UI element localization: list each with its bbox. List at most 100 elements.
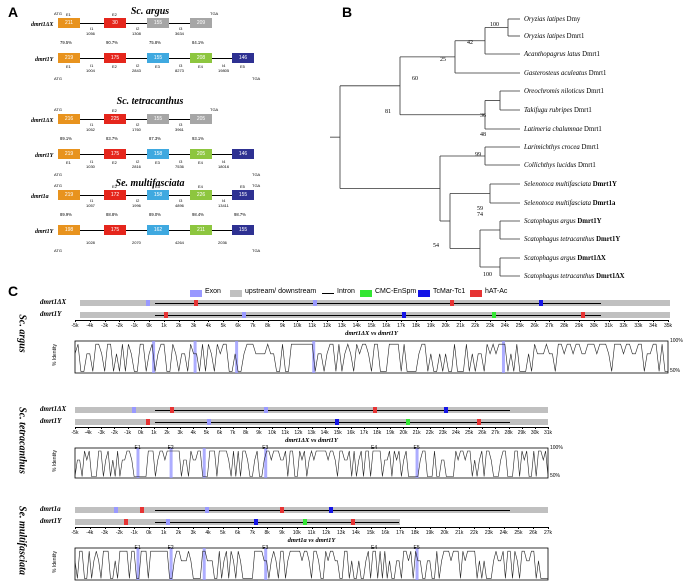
exon-label: E3 <box>155 64 160 69</box>
axis-tick-label: -2k <box>115 530 123 536</box>
axis-tick-label: 4k <box>205 323 212 329</box>
taxon-species: Gasterosteus aculeatus <box>524 70 589 77</box>
axis-tick-label: 3k <box>190 530 196 536</box>
element-block <box>477 419 482 425</box>
axis-tick-label: -1k <box>130 530 138 536</box>
axis-tick <box>75 427 76 429</box>
gene-label-1: dmrt1ΔX <box>40 298 67 306</box>
axis-tick-label: 9k <box>279 323 286 329</box>
axis-tick <box>206 427 208 429</box>
axis-tick <box>208 320 210 322</box>
taxon-label: Selenotoca multifasciata Dmrt1a <box>524 200 616 207</box>
intron-label: I3 <box>179 159 183 164</box>
axis-tick-label: 10k <box>293 323 302 329</box>
intron-length: 1030 <box>86 164 95 169</box>
axis-tick <box>504 320 506 322</box>
gene-label-2: dmrt1Y <box>40 517 62 525</box>
axis-tick-label: 23k <box>484 530 493 536</box>
taxon-label: Oryzias latipes Dmrt1 <box>524 33 584 40</box>
axis-tick-label: 16k <box>381 530 390 536</box>
axis-tick-label: 25k <box>465 430 474 436</box>
axis-tick-label: 9k <box>256 430 262 436</box>
axis-tick-label: 1k <box>151 430 157 436</box>
identity-bottom-tick: 50% <box>670 368 681 374</box>
axis-tick <box>469 427 471 429</box>
intron-label: I4 <box>222 198 226 203</box>
element-block <box>131 407 136 413</box>
element-block <box>313 300 317 306</box>
axis-tick <box>75 527 76 529</box>
intron-length: 1057 <box>86 203 95 208</box>
identity-top-tick: 100% <box>550 445 563 451</box>
legend-label: CMC-EnSpm <box>375 288 417 295</box>
axis-tick <box>445 320 447 322</box>
axis-tick <box>579 320 581 322</box>
axis-tick-label: 2k <box>164 430 170 436</box>
exon-block: 208 <box>190 53 212 63</box>
legend-label: Exon <box>205 288 221 295</box>
axis-tick-label: 3k <box>177 430 183 436</box>
axis-tick-label: 5k <box>203 430 210 436</box>
identity-axis-label: % Identity <box>52 450 58 472</box>
exon-block: 155 <box>147 114 169 124</box>
exon-label: E4 <box>198 64 203 69</box>
axis-tick-label: 10k <box>268 430 277 436</box>
axis-tick <box>416 427 418 429</box>
intron-length: 18016 <box>218 164 230 169</box>
axis-tick-label: 29k <box>575 323 584 329</box>
axis-tick <box>548 527 549 529</box>
axis-tick-label: -5k <box>71 530 79 536</box>
tga-marker: TGA <box>210 107 219 112</box>
taxon-species: Larimichthys crocea <box>523 144 582 151</box>
intron-label: I2 <box>136 122 140 127</box>
intron-length: 1996 <box>132 203 141 208</box>
species-name-vertical: Sc. argus <box>16 314 28 353</box>
axis-tick <box>474 527 476 529</box>
element-block <box>443 407 448 413</box>
top-gene-name: dmrt1ΔX <box>31 22 54 28</box>
element-block <box>194 300 198 306</box>
axis-tick <box>327 320 329 322</box>
identity-top-tick: 100% <box>670 338 683 344</box>
intron-label: I3 <box>179 63 183 68</box>
axis-tick-label: 2k <box>175 530 182 536</box>
axis-tick-label: 28k <box>560 323 569 329</box>
taxon-gene: Dmrt1 <box>578 162 596 169</box>
identity-axis-label: % Identity <box>52 551 58 573</box>
exon-band <box>169 548 173 580</box>
taxon-species: Oryzias latipes <box>524 16 567 23</box>
gene-label-1: dmrt1ΔX <box>40 405 67 413</box>
identity-plot-frame <box>74 447 549 479</box>
axis-tick <box>401 320 403 322</box>
axis-tick <box>163 320 165 322</box>
identity-axis-label: % Identity <box>52 344 58 366</box>
taxon-species: Takifugu rubripes <box>524 107 574 114</box>
identity-plot <box>74 547 549 581</box>
intron-length: 1004 <box>86 68 95 73</box>
axis-tick <box>403 427 405 429</box>
identity-percent: 79.5% <box>60 40 72 45</box>
axis-tick <box>245 427 247 429</box>
exon-block: 30 <box>104 18 126 28</box>
taxon-label: Scatophagus tetracanthus Dmrt1ΔX <box>524 273 625 280</box>
axis-tick-label: 4k <box>190 430 196 436</box>
identity-bottom-tick: 50% <box>550 473 561 479</box>
intron-line <box>155 315 602 316</box>
exon-block: 219 <box>58 53 80 63</box>
taxon-gene: Dmrt1 <box>567 33 585 40</box>
intron-label: I1 <box>90 122 94 127</box>
axis-tick-label: 25k <box>515 323 524 329</box>
exon-label: E2 <box>112 64 117 69</box>
axis-tick-label: 24k <box>499 530 508 536</box>
intron-length: 1056 <box>86 31 95 36</box>
axis-tick-label: -4k <box>84 430 92 436</box>
axis-tick-label: 29k <box>517 430 526 436</box>
exon-label: E2 <box>112 160 117 165</box>
bootstrap-value: 42 <box>467 40 473 46</box>
exon-block: 172 <box>104 190 126 200</box>
taxon-gene: Dmrt1 <box>584 126 602 133</box>
exon-band <box>202 548 206 580</box>
axis-tick <box>178 320 180 322</box>
element-block <box>146 300 151 306</box>
axis-tick-label: 22k <box>471 323 480 329</box>
